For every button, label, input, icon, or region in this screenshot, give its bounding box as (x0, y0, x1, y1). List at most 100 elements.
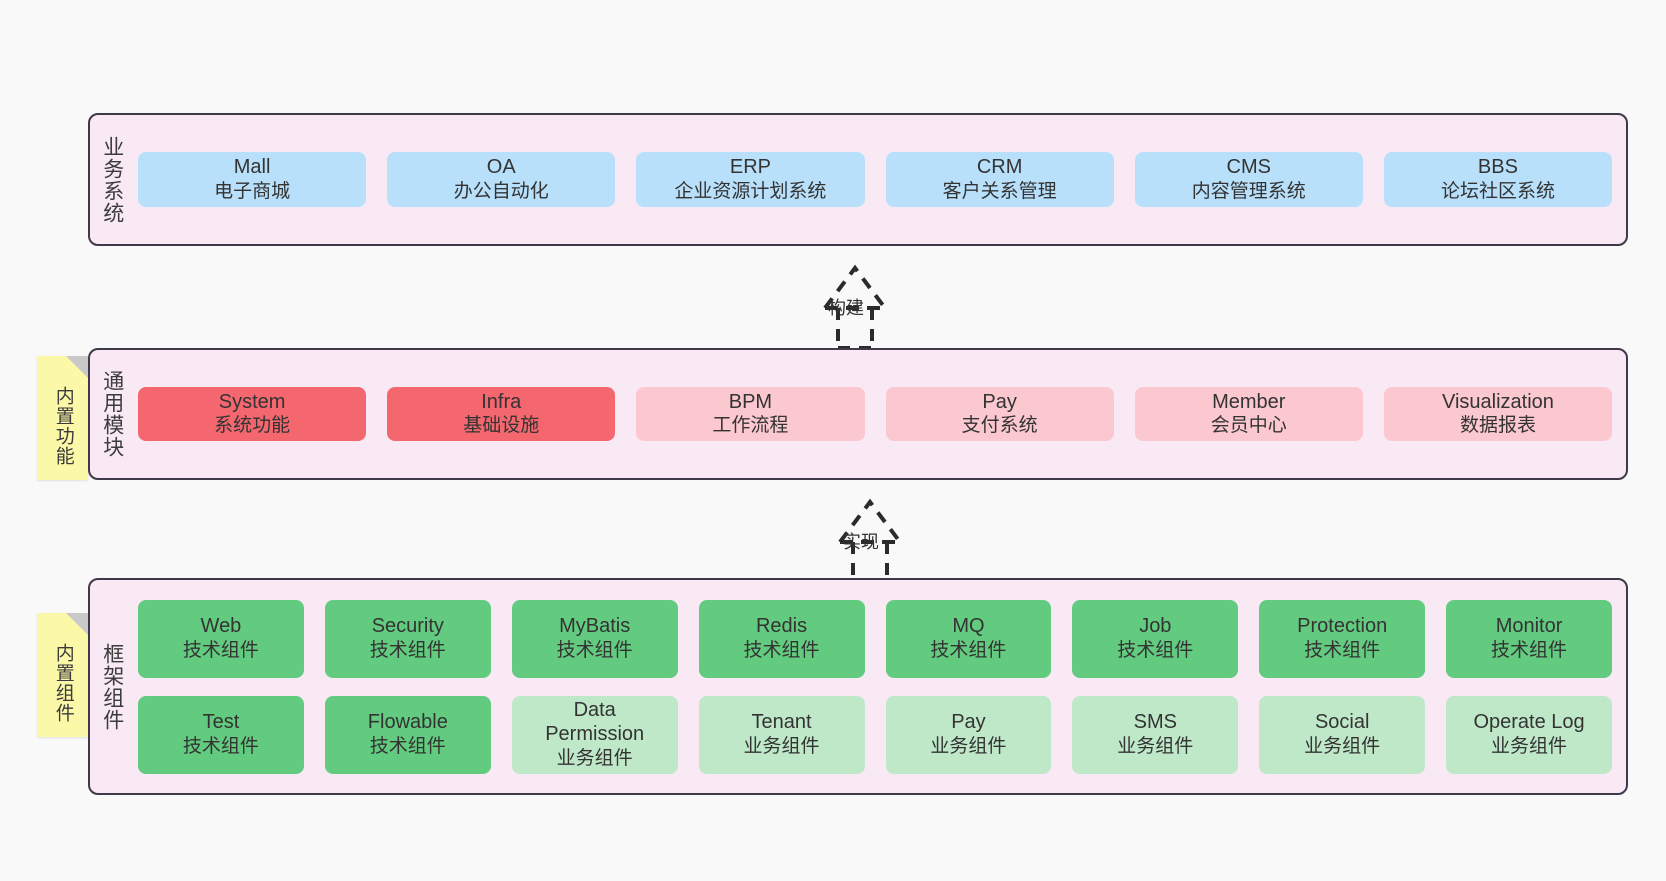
layer-body-business-system: Mall 电子商城 OA 办公自动化 ERP 企业资源计划系统 CRM 客户关系… (134, 115, 1626, 244)
connector-build-label: 构建 (828, 298, 864, 318)
node-web[interactable]: Web 技术组件 (138, 599, 304, 678)
note-fold-corner-icon (66, 356, 88, 378)
node-subtitle: 业务组件 (556, 747, 633, 769)
node-title: Monitor (1495, 615, 1563, 638)
node-pay-component[interactable]: Pay 业务组件 (885, 695, 1052, 774)
node-subtitle: 技术组件 (182, 735, 259, 757)
node-visualization[interactable]: Visualization 数据报表 (1383, 386, 1613, 442)
note-builtin-feature[interactable]: 内置功能 (37, 356, 88, 480)
node-system[interactable]: System 系统功能 (138, 386, 367, 442)
node-oa[interactable]: OA 办公自动化 (387, 152, 616, 207)
node-subtitle: 技术组件 (182, 639, 259, 661)
layer-common-module[interactable]: 通用模块 System 系统功能 Infra 基础设施 BPM 工作流程 Pay… (88, 348, 1628, 480)
node-bbs[interactable]: BBS 论坛社区系统 (1383, 152, 1613, 207)
node-subtitle: 业务组件 (930, 735, 1007, 757)
node-title: Flowable (367, 711, 448, 734)
node-data-permission[interactable]: Data Permission 业务组件 (511, 695, 678, 774)
node-title: Infra (481, 390, 522, 413)
node-row: Mall 电子商城 OA 办公自动化 ERP 企业资源计划系统 CRM 客户关系… (138, 152, 1613, 207)
node-member[interactable]: Member 会员中心 (1134, 386, 1363, 442)
node-subtitle: 企业资源计划系统 (674, 180, 827, 202)
node-title: Job (1139, 615, 1172, 638)
note-builtin-feature-text: 内置功能 (52, 386, 74, 466)
node-row: System 系统功能 Infra 基础设施 BPM 工作流程 Pay 支付系统… (138, 386, 1613, 442)
node-pay-module[interactable]: Pay 支付系统 (885, 386, 1114, 442)
node-flowable[interactable]: Flowable 技术组件 (324, 695, 491, 774)
layer-framework-component[interactable]: 框架组件 Web 技术组件 Security 技术组件 MyBatis 技术组件… (88, 578, 1628, 795)
node-social[interactable]: Social 业务组件 (1259, 695, 1426, 774)
node-title: CRM (976, 156, 1023, 179)
node-bpm[interactable]: BPM 工作流程 (636, 386, 865, 442)
node-title: Mall (233, 156, 271, 179)
node-subtitle: 技术组件 (743, 639, 820, 661)
node-title: Redis (755, 615, 808, 638)
node-operate-log[interactable]: Operate Log 业务组件 (1446, 695, 1612, 774)
node-title: Web (200, 615, 242, 638)
node-mq[interactable]: MQ 技术组件 (885, 599, 1052, 678)
node-subtitle: 办公自动化 (453, 180, 549, 202)
connector-build: 构建 (755, 258, 935, 350)
node-subtitle: 系统功能 (214, 415, 291, 437)
node-subtitle: 技术组件 (1117, 639, 1194, 661)
note-fold-corner-icon (66, 613, 88, 635)
layer-business-system[interactable]: 业务系统 Mall 电子商城 OA 办公自动化 ERP 企业资源计划系统 CRM… (88, 113, 1628, 246)
layer-label-framework-component: 框架组件 (100, 642, 124, 731)
node-subtitle: 支付系统 (961, 415, 1038, 437)
layer-label-common-module: 通用模块 (100, 370, 124, 458)
node-mybatis[interactable]: MyBatis 技术组件 (511, 599, 678, 678)
node-title: Test (202, 711, 240, 734)
node-title: MQ (952, 615, 985, 638)
node-title: Pay (982, 390, 1017, 413)
node-subtitle: 业务组件 (743, 735, 820, 757)
node-title: OA (486, 156, 516, 179)
node-tenant[interactable]: Tenant 业务组件 (698, 695, 865, 774)
node-infra[interactable]: Infra 基础设施 (387, 386, 616, 442)
node-protection[interactable]: Protection 技术组件 (1259, 599, 1426, 678)
node-test[interactable]: Test 技术组件 (138, 695, 304, 774)
node-erp[interactable]: ERP 企业资源计划系统 (636, 152, 865, 207)
node-mall[interactable]: Mall 电子商城 (138, 152, 367, 207)
node-title: SMS (1133, 711, 1177, 734)
node-subtitle: 电子商城 (214, 180, 291, 202)
node-subtitle: 工作流程 (712, 415, 789, 437)
node-subtitle: 技术组件 (1304, 639, 1381, 661)
node-title: Social (1314, 711, 1370, 734)
node-title: Data Permission (545, 699, 645, 745)
node-sms[interactable]: SMS 业务组件 (1072, 695, 1239, 774)
node-title: BPM (728, 390, 773, 413)
node-title: MyBatis (559, 615, 631, 638)
node-title: Operate Log (1473, 711, 1585, 734)
note-builtin-component-text: 内置组件 (52, 643, 74, 723)
node-redis[interactable]: Redis 技术组件 (698, 599, 865, 678)
node-title: BBS (1477, 156, 1518, 179)
node-subtitle: 业务组件 (1117, 735, 1194, 757)
node-title: Security (371, 615, 444, 638)
node-subtitle: 技术组件 (369, 735, 446, 757)
connector-implement: 实现 (770, 492, 950, 584)
node-subtitle: 会员中心 (1210, 415, 1287, 437)
node-security[interactable]: Security 技术组件 (324, 599, 491, 678)
node-subtitle: 内容管理系统 (1191, 180, 1306, 202)
node-subtitle: 技术组件 (556, 639, 633, 661)
node-row: Web 技术组件 Security 技术组件 MyBatis 技术组件 Redi… (138, 599, 1612, 678)
node-title: Tenant (751, 711, 812, 734)
node-monitor[interactable]: Monitor 技术组件 (1446, 599, 1612, 678)
node-title: Protection (1297, 615, 1388, 638)
node-subtitle: 基础设施 (463, 415, 540, 437)
node-cms[interactable]: CMS 内容管理系统 (1134, 152, 1363, 207)
node-crm[interactable]: CRM 客户关系管理 (885, 152, 1114, 207)
node-subtitle: 技术组件 (1491, 639, 1568, 661)
note-builtin-component[interactable]: 内置组件 (37, 613, 88, 737)
node-subtitle: 业务组件 (1491, 735, 1568, 757)
connector-implement-label: 实现 (843, 532, 879, 552)
node-title: Pay (951, 711, 986, 734)
node-subtitle: 论坛社区系统 (1440, 180, 1555, 202)
node-job[interactable]: Job 技术组件 (1072, 599, 1239, 678)
node-subtitle: 业务组件 (1304, 735, 1381, 757)
node-title: System (218, 390, 286, 413)
layer-body-common-module: System 系统功能 Infra 基础设施 BPM 工作流程 Pay 支付系统… (134, 350, 1626, 478)
layer-body-framework-component: Web 技术组件 Security 技术组件 MyBatis 技术组件 Redi… (134, 580, 1626, 793)
node-title: ERP (729, 156, 771, 179)
node-subtitle: 客户关系管理 (942, 180, 1057, 202)
